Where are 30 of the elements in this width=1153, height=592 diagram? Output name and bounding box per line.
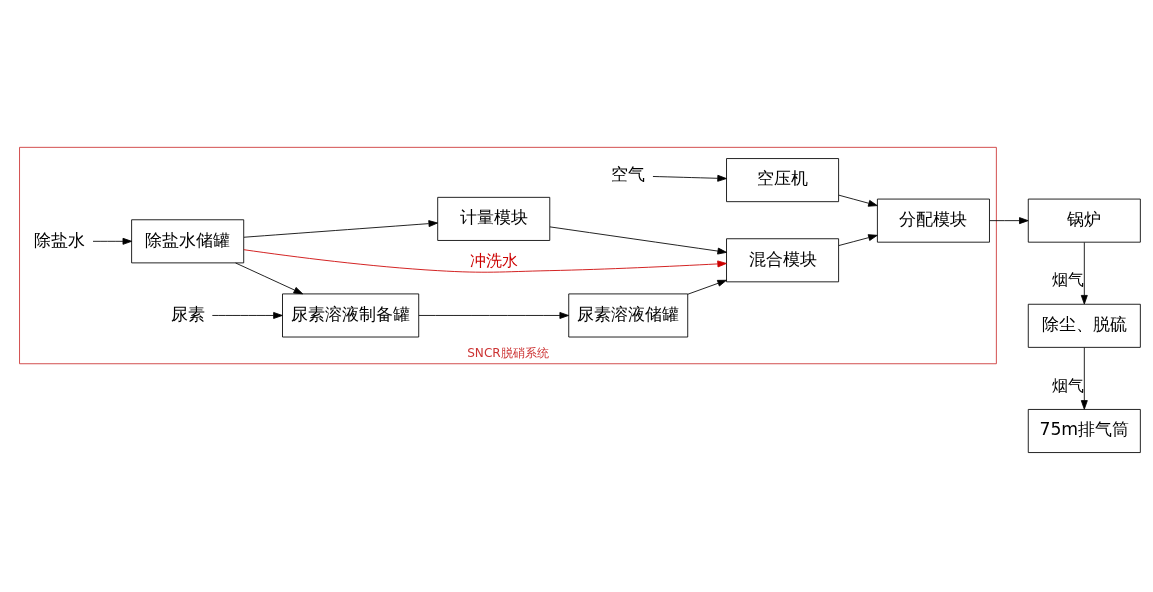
node-box: 75m排气筒 — [1027, 408, 1141, 453]
node-box: 计量模块 — [437, 196, 551, 241]
arrow — [687, 279, 727, 295]
node-box: 除尘、脱硫 — [1027, 303, 1141, 348]
arrow — [92, 237, 133, 245]
edge-label: 烟气 — [1052, 270, 1085, 289]
node-box: 分配模块 — [876, 198, 990, 243]
node-box: 除盐水储罐 — [131, 218, 245, 263]
arrow — [1080, 241, 1088, 304]
arrow — [989, 216, 1029, 224]
node-box: 锅炉 — [1027, 198, 1141, 243]
arrow — [1080, 346, 1088, 410]
node-box: 尿素溶液制备罐 — [282, 293, 420, 337]
arrow — [235, 262, 304, 294]
node-text: 除盐水 — [34, 229, 86, 250]
arrow — [418, 311, 569, 319]
arrow — [243, 248, 727, 273]
node-box: 混合模块 — [726, 237, 840, 282]
arrow — [838, 194, 878, 207]
arrow — [211, 311, 283, 319]
node-text: 空气 — [611, 163, 646, 184]
node-box: 空压机 — [726, 157, 840, 202]
edge-label: 烟气 — [1052, 376, 1085, 395]
arrow — [549, 225, 727, 254]
arrow — [838, 233, 878, 246]
arrow — [243, 219, 438, 238]
node-text: 尿素 — [170, 303, 205, 324]
edge-label: 冲洗水 — [469, 251, 518, 270]
node-box: 尿素溶液储罐 — [568, 293, 689, 337]
arrow — [652, 174, 727, 182]
